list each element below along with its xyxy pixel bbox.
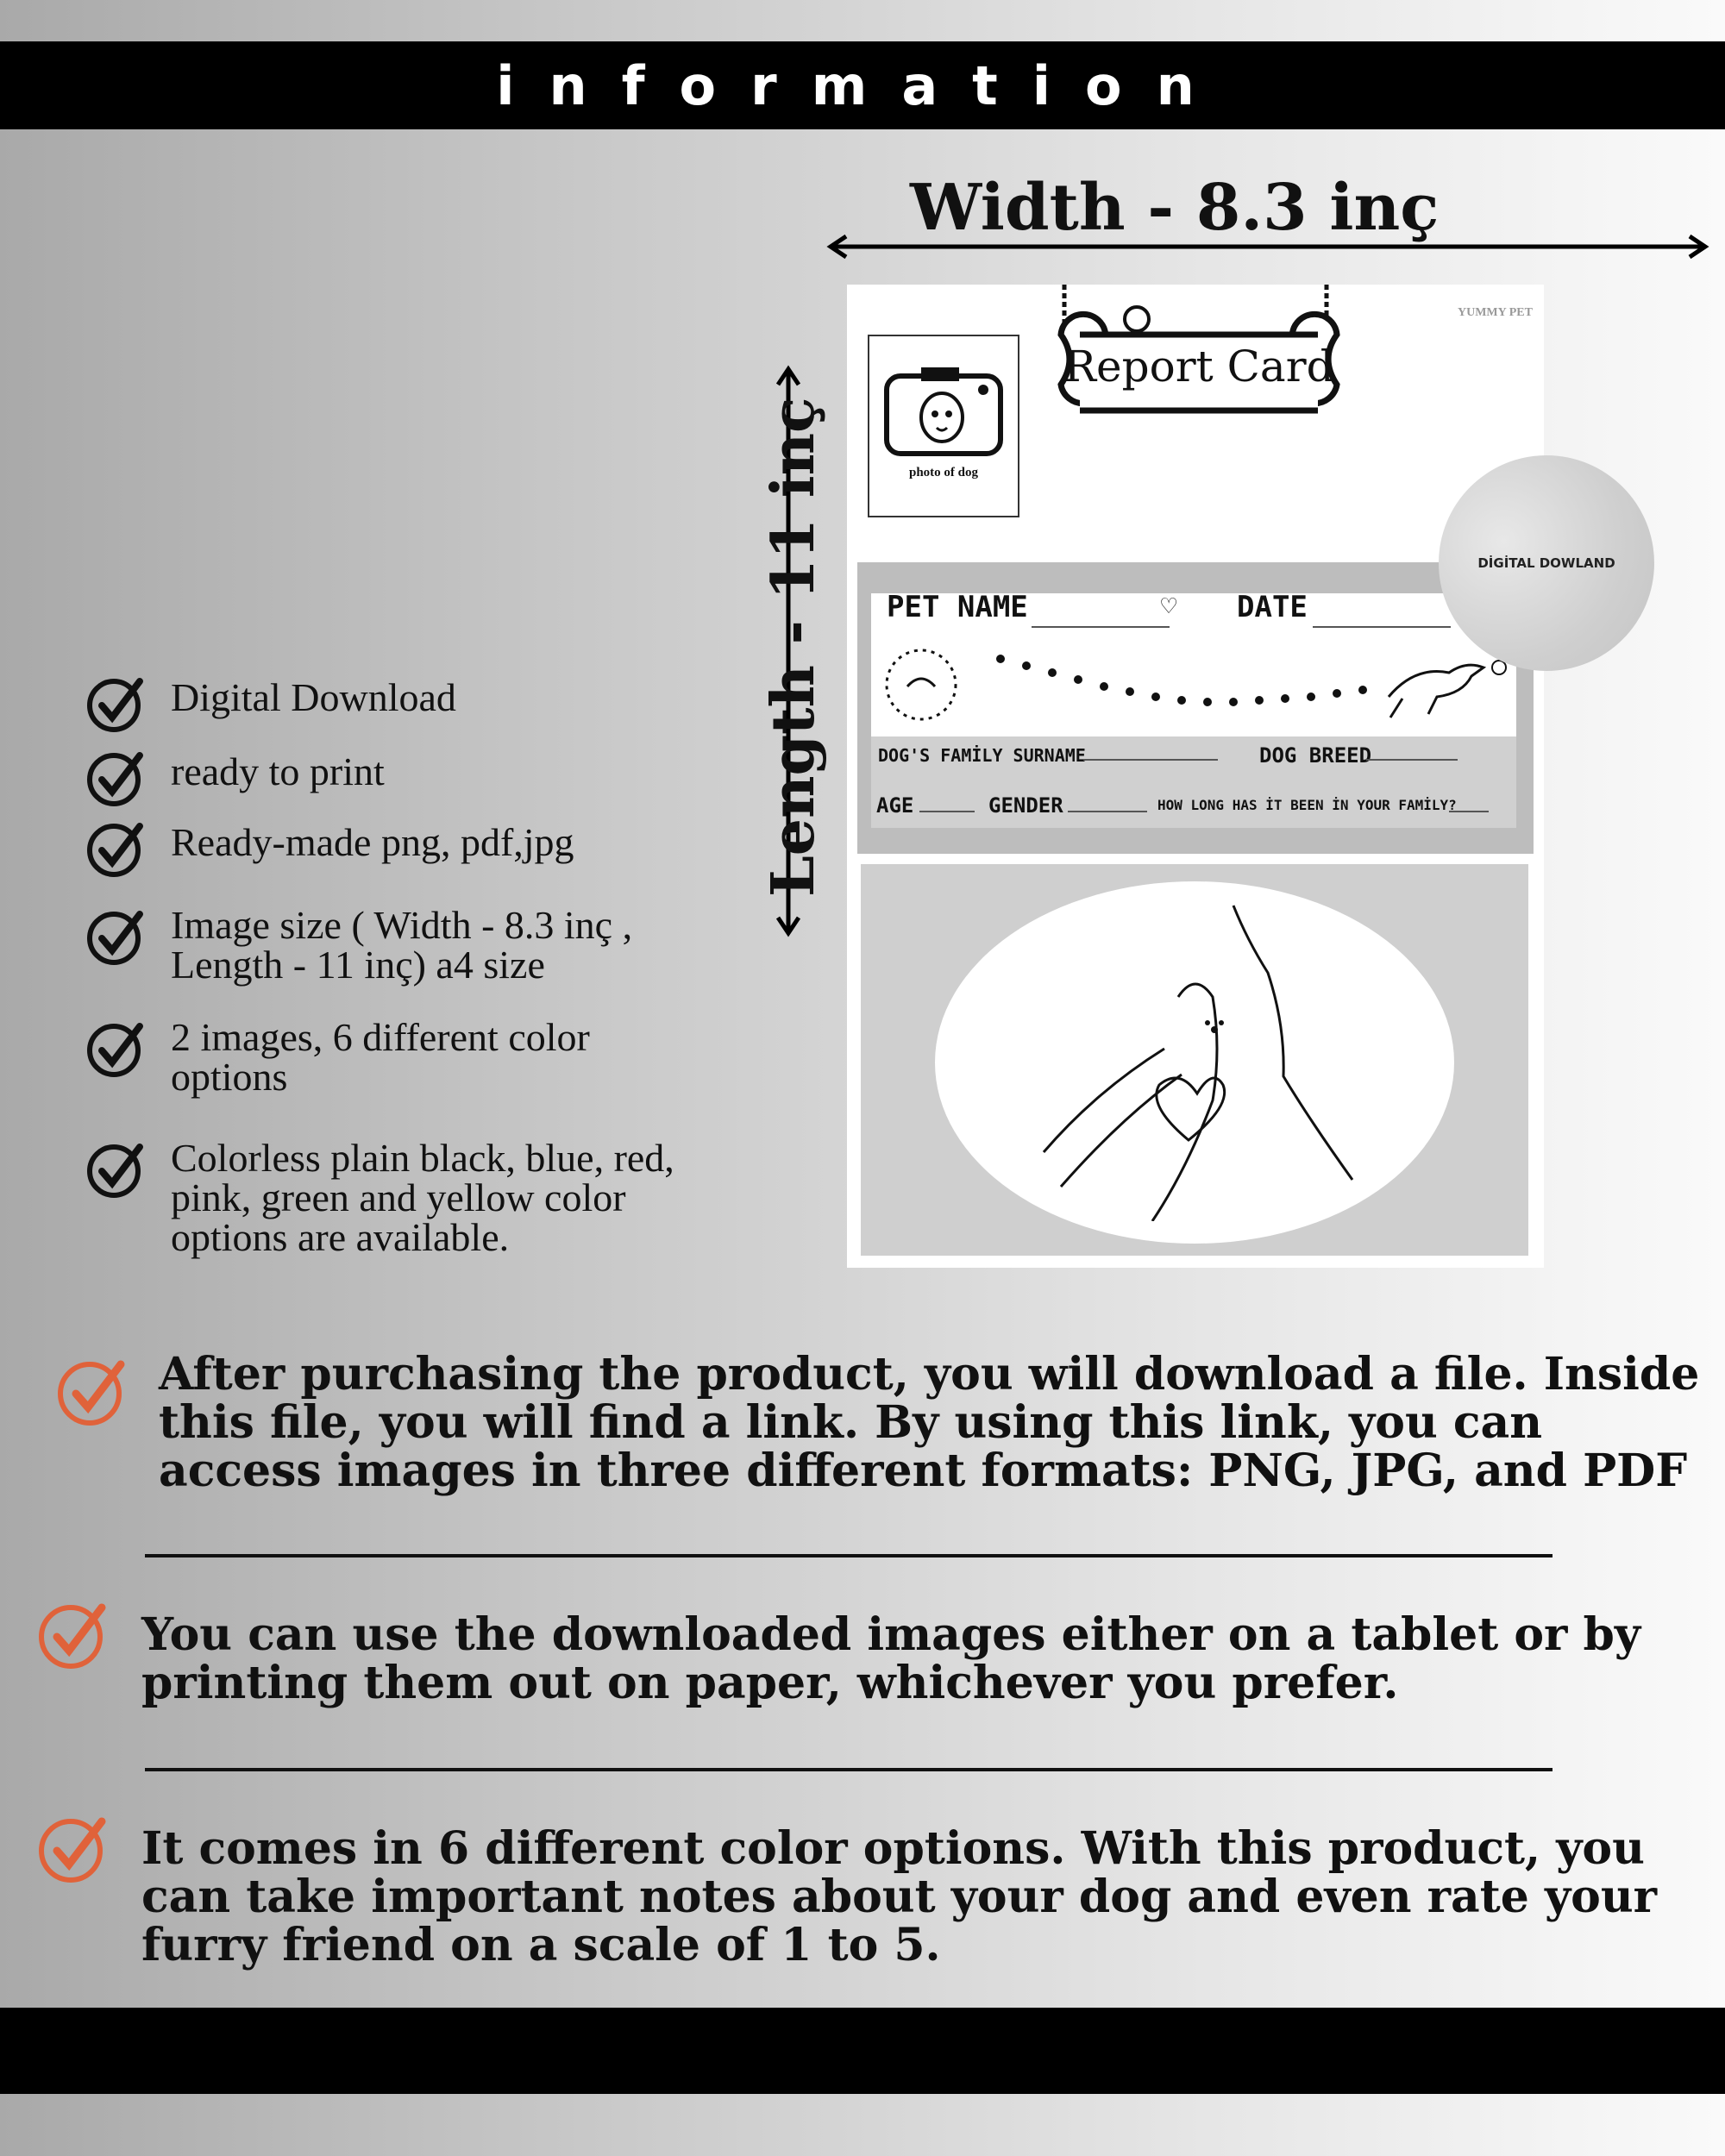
check-circle-icon: [87, 1144, 143, 1198]
how-long-line: [1449, 811, 1489, 812]
date-line: [1313, 626, 1451, 628]
feature-text: ready to print: [171, 749, 385, 793]
feature-item: Digital Download: [86, 673, 456, 733]
bone-sign-icon: [1057, 285, 1340, 414]
check-circle-icon: [87, 752, 143, 806]
photo-placeholder: photo of dog: [868, 335, 1019, 517]
dog-camera-icon: [884, 367, 1003, 456]
info-panel-top: [871, 593, 1516, 736]
info-paragraph: After purchasing the product, you will d…: [159, 1348, 1700, 1497]
feature-item: Colorless plain black, blue, red, pink, …: [86, 1138, 749, 1257]
paw-prints-decoration: [885, 649, 1507, 721]
check-accent-icon: [39, 1817, 106, 1883]
photo-label: photo of dog: [908, 466, 979, 479]
surname-label: DOG'S FAMİLY SURNAME: [878, 745, 1086, 766]
length-label: Length - 11 inç: [759, 397, 828, 897]
report-card-title-wrap: Report Card: [1026, 331, 1371, 409]
breed-line: [1366, 759, 1458, 761]
info-paragraph: You can use the downloaded images either…: [141, 1608, 1641, 1709]
feature-item: Ready-made png, pdf,jpg: [86, 818, 574, 878]
feature-text: Digital Download: [171, 675, 456, 719]
feature-text: Colorless plain black, blue, red, pink, …: [171, 1136, 674, 1259]
report-card-title: Report Card: [1063, 342, 1334, 392]
digital-download-badge: DİGİTAL DOWLAND: [1439, 455, 1654, 671]
header-bar: information: [0, 41, 1725, 129]
how-long-label: HOW LONG HAS İT BEEN İN YOUR FAMİLY?: [1157, 797, 1457, 813]
feature-item: ready to print: [86, 747, 385, 807]
feature-text: Ready-made png, pdf,jpg: [171, 820, 574, 864]
check-circle-icon: [87, 1023, 143, 1077]
info-panel-bottom: [871, 736, 1516, 828]
gender-label: GENDER: [988, 793, 1063, 818]
badge-text: DİGİTAL DOWLAND: [1477, 555, 1615, 571]
header-title: information: [496, 53, 1229, 117]
heart-paw-icon: ♡: [1161, 592, 1177, 622]
width-arrow: [826, 234, 1709, 260]
age-label: AGE: [876, 793, 914, 818]
width-label: Width - 8.3 inç: [910, 171, 1440, 245]
brand-logo: YUMMY PET: [1458, 306, 1533, 319]
gender-line: [1068, 811, 1147, 812]
check-accent-icon: [58, 1360, 125, 1426]
feature-item: Image size ( Width - 8.3 inç , Length - …: [86, 906, 654, 985]
divider: [145, 1554, 1552, 1557]
date-label: DATE: [1237, 590, 1308, 624]
feature-item: 2 images, 6 different color options: [86, 1018, 671, 1097]
surname-line: [1083, 759, 1218, 761]
length-arrow: [775, 365, 801, 937]
check-accent-icon: [39, 1603, 106, 1669]
feature-text: 2 images, 6 different color options: [171, 1015, 590, 1099]
age-line: [919, 811, 975, 812]
check-circle-icon: [87, 911, 143, 965]
feature-text: Image size ( Width - 8.3 inç , Length - …: [171, 903, 633, 987]
breed-label: DOG BREED: [1259, 743, 1372, 768]
pet-name-line: [1032, 626, 1170, 628]
pet-name-label: PET NAME: [887, 590, 1028, 624]
footer-bar: [0, 2008, 1725, 2094]
divider: [145, 1768, 1552, 1771]
illustration-oval: [935, 881, 1454, 1244]
hand-and-paw-icon: [1042, 905, 1354, 1221]
info-paragraph: It comes in 6 different color options. W…: [141, 1822, 1658, 1971]
check-circle-icon: [87, 678, 143, 732]
check-circle-icon: [87, 823, 143, 877]
